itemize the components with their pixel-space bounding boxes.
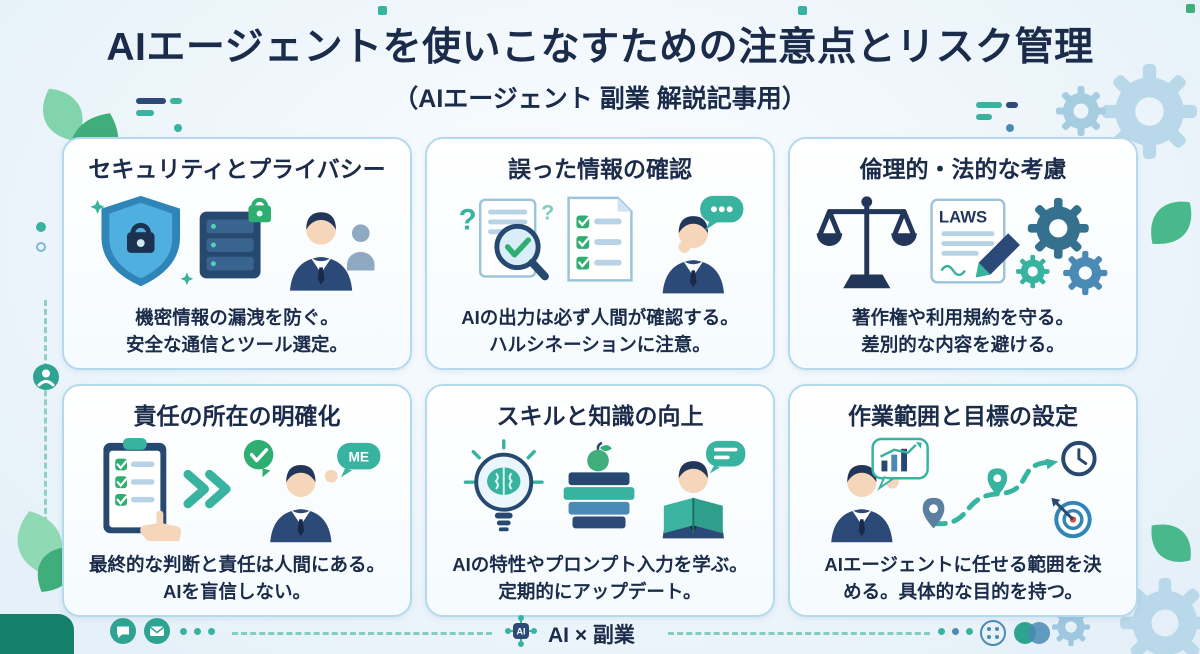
lightbulb-brain-icon xyxy=(463,438,544,532)
pen-icon xyxy=(975,232,1020,278)
dashed-line xyxy=(668,632,930,635)
verify-illustration: ? ? xyxy=(437,184,763,305)
ai-network-icon: AI xyxy=(505,615,537,647)
card-responsibility: 責任の所在の明確化 xyxy=(62,384,412,617)
responsibility-illustration: ME xyxy=(74,431,400,552)
clipboard-icon xyxy=(103,437,182,541)
card-skills: スキルと知識の向上 xyxy=(425,384,775,617)
speech-bubble-icon xyxy=(700,195,744,231)
text-lines-icon xyxy=(976,102,1018,132)
target-icon xyxy=(1051,497,1092,538)
mail-icon xyxy=(144,618,170,644)
chart-person-icon xyxy=(831,437,929,543)
checklist-icon xyxy=(567,196,633,282)
chat-icon xyxy=(110,618,136,644)
page-subtitle: （AIエージェント 副業 解説記事用） xyxy=(393,85,807,113)
sparkle-icon xyxy=(180,272,194,285)
ethics-illustration: LAWS xyxy=(800,184,1126,305)
security-illustration xyxy=(74,184,400,305)
page-title: AIエージェントを使いこなすための注意点とリスク管理 xyxy=(106,26,1094,69)
thinking-person-icon xyxy=(662,195,744,294)
books-apple-icon xyxy=(563,441,635,529)
card-description: 機密情報の漏洩を防ぐ。 安全な通信とツール選定。 xyxy=(125,307,348,355)
header: AIエージェントを使いこなすための注意点とリスク管理 （AIエージェント 副業 … xyxy=(0,16,1200,115)
scales-icon xyxy=(816,196,917,288)
lock-icon xyxy=(248,199,271,222)
shield-lock-icon xyxy=(101,195,181,286)
card-ethics-legal: 倫理的・法的な考慮 xyxy=(788,137,1138,370)
server-icon xyxy=(199,211,261,279)
businessman-icon xyxy=(289,211,375,291)
card-description: 著作権や利用規約を守る。 差別的な内容を避ける。 xyxy=(851,307,1074,355)
square-dot-decoration xyxy=(378,6,387,15)
pointing-person-icon: ME xyxy=(243,439,381,543)
laws-document-icon: LAWS xyxy=(930,198,1020,284)
card-description: AIの出力は必ず人間が確認する。 ハルシネーションに注意。 xyxy=(461,307,739,355)
card-title: スキルと知識の向上 xyxy=(496,403,704,429)
document-magnifier-icon xyxy=(478,198,549,281)
card-title: 責任の所在の明確化 xyxy=(133,403,341,429)
dot-decoration xyxy=(36,222,46,232)
dots-decoration xyxy=(938,628,973,635)
laws-label: LAWS xyxy=(939,207,987,226)
question-mark: ? xyxy=(541,199,554,224)
svg-text:AI: AI xyxy=(517,627,526,637)
route-icon xyxy=(922,458,1059,529)
card-description: AIの特性やプロンプト入力を学ぶ。 定期的にアップデート。 xyxy=(452,554,748,602)
card-description: 最終的な判断と責任は人間にある。 AIを盲信しない。 xyxy=(88,554,385,602)
card-grid: セキュリティとプライバシー xyxy=(62,137,1138,617)
pin-icon xyxy=(922,497,945,529)
dashed-line xyxy=(232,632,492,635)
clock-icon xyxy=(1061,440,1097,477)
check-bubble-icon xyxy=(243,439,274,478)
me-label: ME xyxy=(348,449,369,464)
menu-grid-icon xyxy=(980,620,1006,646)
person-badge-icon xyxy=(33,364,59,390)
sparkle-icon xyxy=(90,199,105,214)
card-description: AIエージェントに任せる範囲を決 める。具体的な目的を持つ。 xyxy=(824,554,1102,602)
footer-label: AI × 副業 xyxy=(548,624,635,647)
speech-bubble-icon xyxy=(706,440,746,474)
square-dot-decoration xyxy=(1186,4,1195,13)
dashed-line-vertical xyxy=(44,300,47,550)
question-mark: ? xyxy=(459,203,477,236)
pointing-hand-icon xyxy=(140,510,182,541)
gears-icon xyxy=(1009,189,1113,300)
scope-illustration xyxy=(800,431,1126,552)
card-security: セキュリティとプライバシー xyxy=(62,137,412,370)
leaf-decoration xyxy=(0,504,84,654)
card-title: 作業範囲と目標の設定 xyxy=(848,403,1078,429)
me-bubble-icon: ME xyxy=(337,442,381,478)
chart-bubble-icon xyxy=(871,437,929,491)
text-lines-icon xyxy=(136,98,182,132)
card-title: セキュリティとプライバシー xyxy=(88,156,386,182)
square-dot-decoration xyxy=(798,6,807,15)
dots-decoration xyxy=(180,628,215,635)
card-title: 倫理的・法的な考慮 xyxy=(859,156,1067,182)
reading-person-icon xyxy=(662,440,746,539)
card-title: 誤った情報の確認 xyxy=(508,156,692,182)
arrow-icon xyxy=(183,469,231,508)
dot-decoration xyxy=(36,242,46,252)
circles-icon xyxy=(1014,622,1050,644)
card-scope-goals: 作業範囲と目標の設定 xyxy=(788,384,1138,617)
skills-illustration xyxy=(437,431,763,552)
card-verify-info: 誤った情報の確認 ? ? xyxy=(425,137,775,370)
